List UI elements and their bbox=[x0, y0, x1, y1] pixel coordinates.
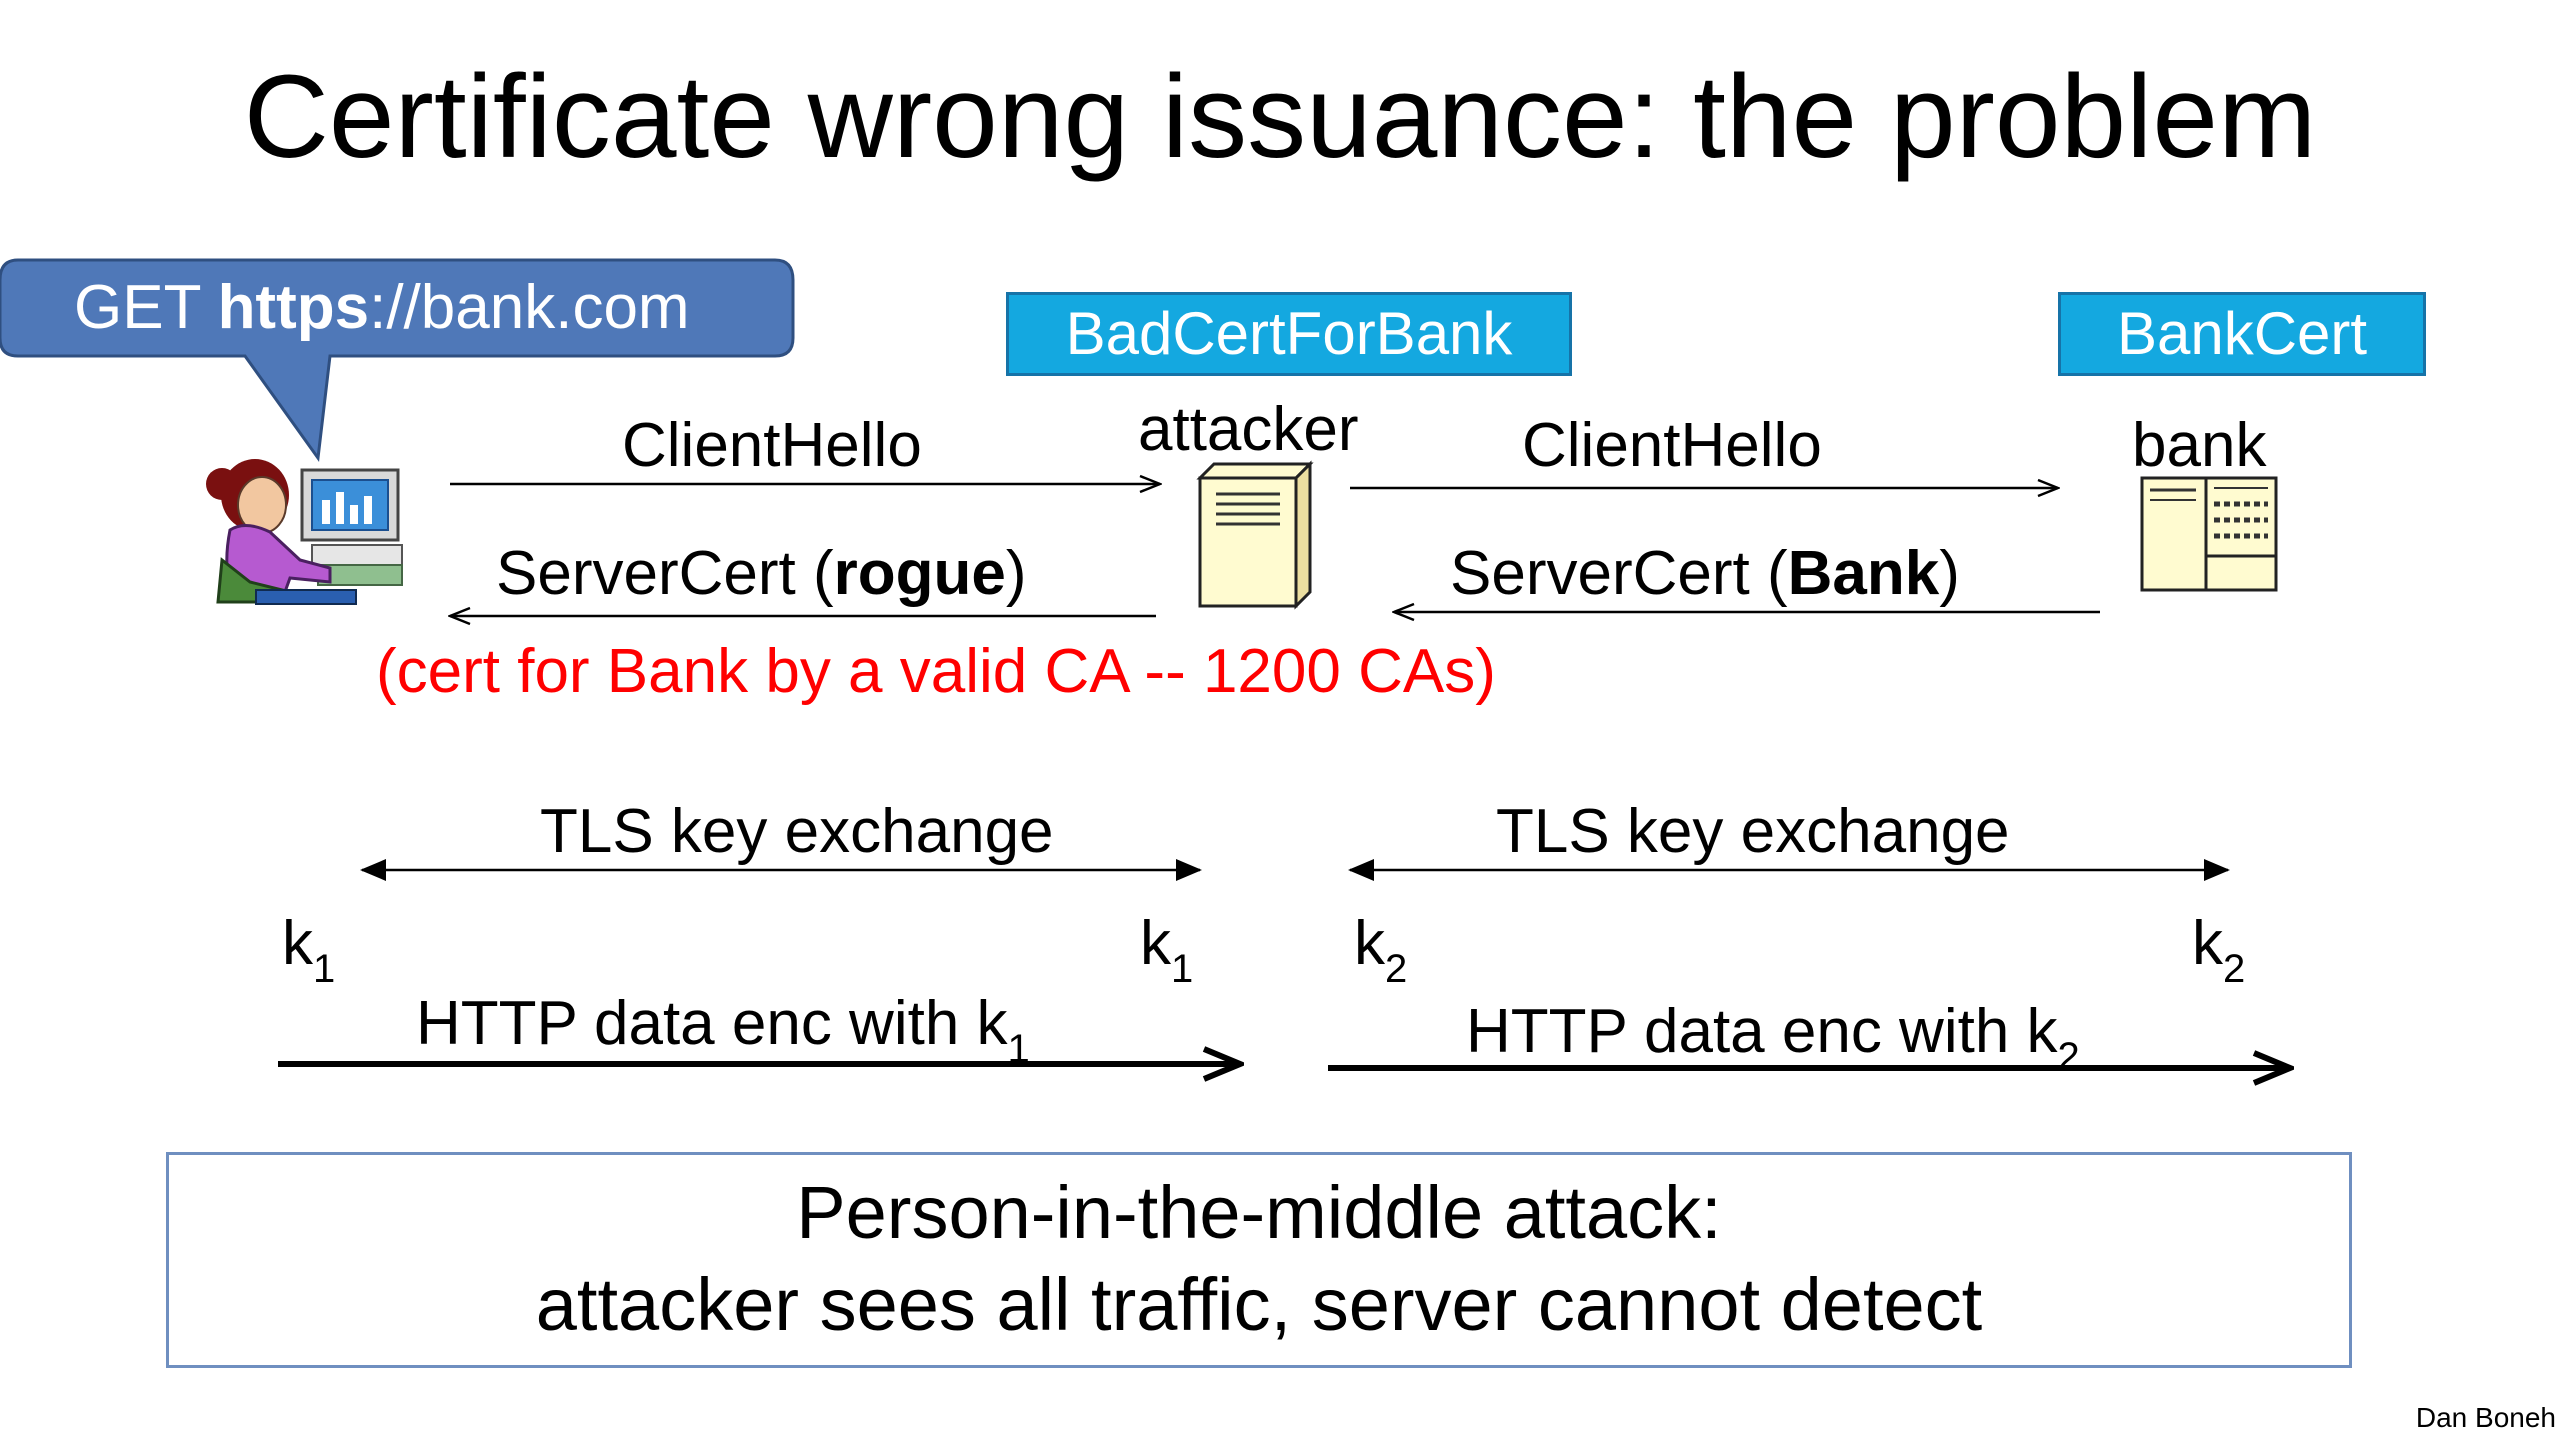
attacker-cert-box: BadCertForBank bbox=[1006, 292, 1572, 376]
http-data-right-prefix: HTTP data enc with k bbox=[1466, 997, 2058, 1066]
server-cert-1-bold: rogue bbox=[833, 539, 1006, 608]
http-data-label-left: HTTP data enc with k1 bbox=[416, 988, 1030, 1071]
conclusion-box: Person-in-the-middle attack: attacker se… bbox=[166, 1152, 2352, 1368]
server-cert-2-suffix: ) bbox=[1939, 539, 1960, 608]
attacker-label: attacker bbox=[1138, 395, 1359, 464]
conclusion-line-2: attacker sees all traffic, server cannot… bbox=[535, 1263, 1983, 1346]
k2-base: k bbox=[1354, 909, 1385, 978]
key-k2-bank: k2 bbox=[2192, 908, 2245, 991]
footer-credit: Dan Boneh bbox=[2415, 1402, 2556, 1433]
bubble-text-prefix: GET bbox=[74, 273, 218, 342]
tls-key-exchange-label-right: TLS key exchange bbox=[1496, 797, 2010, 866]
k1-base: k bbox=[282, 909, 313, 978]
server-cert-2-bold: Bank bbox=[1787, 539, 1940, 608]
tls-key-exchange-label-left: TLS key exchange bbox=[540, 797, 1054, 866]
k1-base: k bbox=[1140, 909, 1171, 978]
key-k2-attacker: k2 bbox=[1354, 908, 1407, 991]
server-tower-icon bbox=[1196, 460, 1314, 610]
server-cert-label-2: ServerCert (Bank) bbox=[1450, 538, 1960, 610]
server-cert-2-prefix: ServerCert ( bbox=[1450, 539, 1788, 608]
k1-subscript: 1 bbox=[1171, 947, 1194, 991]
client-hello-label-2: ClientHello bbox=[1522, 411, 1822, 480]
rogue-cert-note: (cert for Bank by a valid CA -- 1200 CAs… bbox=[376, 637, 1496, 706]
key-k1-client: k1 bbox=[282, 908, 335, 991]
conclusion-line-1: Person-in-the-middle attack: bbox=[796, 1171, 1722, 1254]
http-data-label-right: HTTP data enc with k2 bbox=[1466, 996, 2080, 1079]
http-data-left-prefix: HTTP data enc with k bbox=[416, 989, 1008, 1058]
http-data-left-subscript: 1 bbox=[1007, 1027, 1030, 1071]
speech-bubble bbox=[0, 258, 795, 463]
key-k1-attacker: k1 bbox=[1140, 908, 1193, 991]
user-at-computer-icon bbox=[206, 459, 403, 605]
server-cert-1-suffix: ) bbox=[1005, 539, 1027, 608]
server-cert-1-prefix: ServerCert ( bbox=[496, 539, 834, 608]
k2-subscript: 2 bbox=[1385, 947, 1408, 991]
client-hello-label-1: ClientHello bbox=[622, 411, 922, 480]
k1-subscript: 1 bbox=[313, 947, 336, 991]
bubble-text-suffix: ://bank.com bbox=[369, 273, 690, 342]
speech-bubble-text: GET https://bank.com bbox=[74, 272, 690, 344]
http-data-right-subscript: 2 bbox=[2057, 1035, 2080, 1079]
bank-cert-box: BankCert bbox=[2058, 292, 2426, 376]
server-cert-label-1: ServerCert (rogue) bbox=[496, 538, 1027, 610]
bank-label: bank bbox=[2132, 411, 2267, 480]
slide-title: Certificate wrong issuance: the problem bbox=[243, 51, 2317, 183]
bubble-text-bold: https bbox=[217, 273, 370, 342]
k2-subscript: 2 bbox=[2223, 947, 2246, 991]
bank-server-icon bbox=[2140, 476, 2278, 592]
k2-base: k bbox=[2192, 909, 2223, 978]
